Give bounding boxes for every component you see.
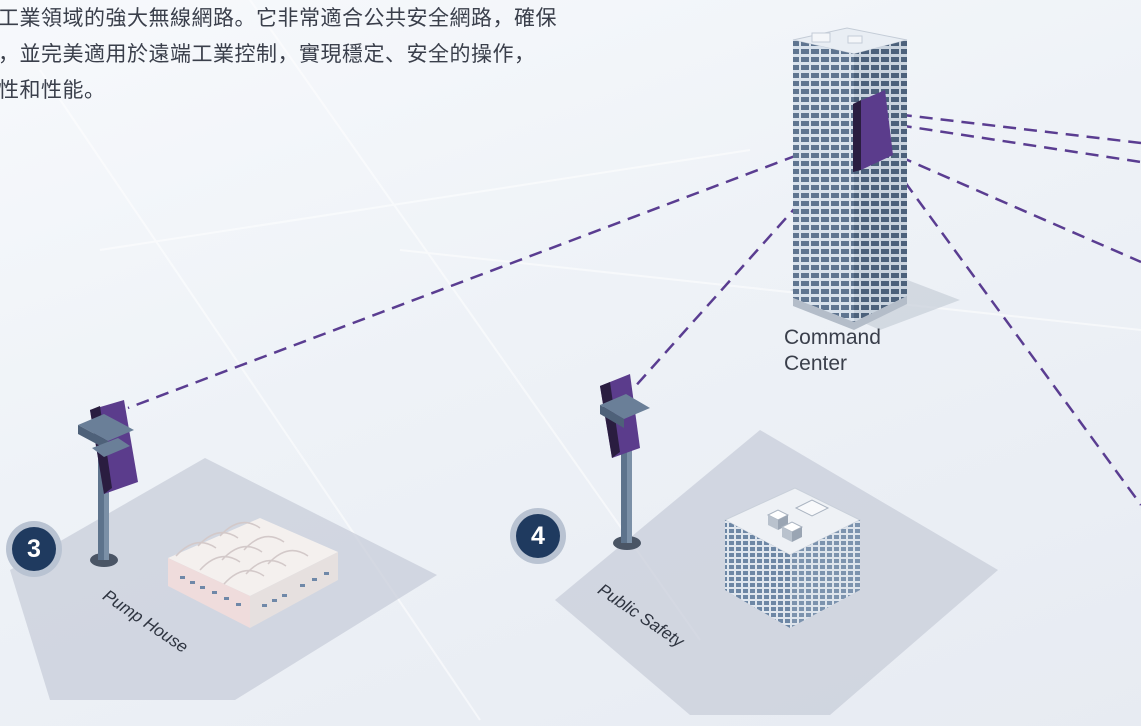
wireless-links — [127, 110, 1141, 506]
link-to-public-safety — [631, 139, 857, 391]
intro-line-2: ，並完美適用於遠端工業控制，實現穩定、安全的操作， — [0, 42, 536, 66]
site-badge-3: 3 — [12, 527, 56, 571]
command-center-radio — [853, 90, 893, 172]
intro-line-1: 工業領域的強大無線網路。它非常適合公共安全網路，確保 — [0, 6, 557, 30]
pump-house-antenna — [78, 400, 138, 567]
rooftop-units — [766, 499, 830, 542]
command-center-label-line-1: Command — [784, 326, 881, 349]
pump-house-building — [168, 518, 338, 628]
command-center-label: Command Center — [784, 325, 881, 377]
link-to-right-4 — [878, 147, 1141, 506]
link-to-pump-house — [127, 131, 857, 410]
public-safety-building — [723, 487, 862, 628]
public-safety-antenna — [600, 374, 650, 550]
link-to-right-1 — [877, 110, 1141, 145]
intro-line-3: 性和性能。 — [0, 78, 106, 102]
intro-paragraph: 工業領域的強大無線網路。它非常適合公共安全網路，確保 ，並完美適用於遠端工業控制… — [0, 0, 758, 108]
command-center-tower — [792, 27, 908, 330]
site-badge-4: 4 — [516, 514, 560, 558]
link-to-right-2 — [877, 120, 1141, 164]
link-to-right-3 — [879, 146, 1141, 264]
command-center-label-line-2: Center — [784, 352, 848, 375]
